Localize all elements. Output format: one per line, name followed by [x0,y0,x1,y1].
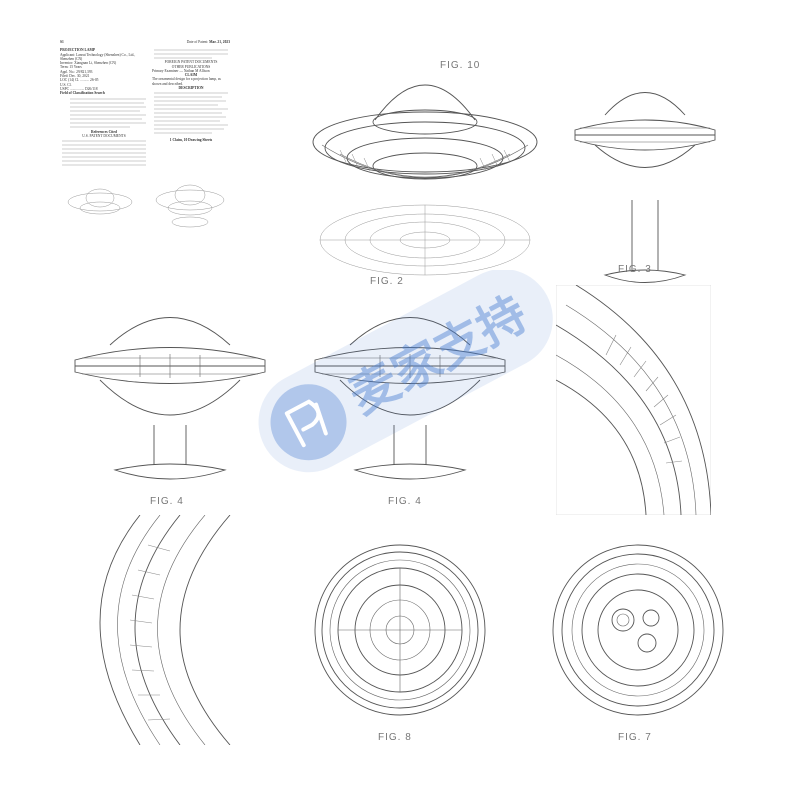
term: Term: 15 Years [60,65,82,70]
fig2-label: FIG. 2 [370,276,404,287]
fig10-drawing [312,84,538,276]
fig10-label: FIG. 10 [440,60,481,71]
fig4b-drawing [314,317,506,480]
drawing-sheets: 1 Claim, 10 Drawing Sheets [169,138,213,143]
classification-lines [70,98,146,127]
date-label: Date of Patent: [186,40,209,44]
fig4b-label: FIG. 4 [388,496,422,507]
fig4a-drawing [74,317,266,480]
field-search: Field of Classification Search [60,91,105,96]
fig4b-cell [310,300,510,500]
fig10-cell [300,50,550,290]
fig4a-cell [70,300,270,500]
us-docs: U.S. PATENT DOCUMENTS [82,133,126,138]
fig3-label: FIG. 3 [618,264,652,275]
uspc: USPC ................ D26/118 [60,86,98,91]
reference-lines [62,140,146,166]
locarno: LOC (14) Cl. .......... 26-05 [60,78,99,83]
thumbnail-lamps [67,184,225,228]
date-value: Mar. 21, 2023 [209,40,230,44]
inventor: Inventor: Xiangnan Li, Shenzhen (CN) [60,61,117,66]
fig3-drawing [574,92,716,283]
primary-examiner: Primary Examiner — Nathan M Allison [152,68,210,73]
detail-drawing-left [99,515,231,745]
fig8-label: FIG. 8 [378,732,412,743]
foreign-docs: FOREIGN PATENT DOCUMENTS [164,60,218,65]
fig4a-label: FIG. 4 [150,496,184,507]
detail-cell-right [556,285,711,515]
description-lines [154,93,228,134]
fig8-drawing [314,544,486,716]
continued-lines [154,49,228,59]
fig7-cell [548,540,728,720]
us-cl: U.S. Cl. [60,82,72,87]
patent-front-sheet: S1 Date of Patent: Mar. 21, 2023 PROJECT… [60,40,230,290]
applicant: Applicant: Lanrui Technology (Shenzhen) … [60,52,136,61]
fig8-cell [310,540,490,720]
appl-no: Appl. No.: 29/821,393 [60,69,93,74]
other-pubs: OTHER PUBLICATIONS [171,64,211,69]
fig7-label: FIG. 7 [618,732,652,743]
fig7-drawing [552,544,724,716]
refs-cited: References Cited [91,129,117,134]
detail-cell-left [70,515,265,745]
claim-head: CLAIM [184,73,198,78]
filed: Filed: Dec. 30, 2021 [60,74,90,79]
fig3-cell [570,70,720,290]
title-line: PROJECTION LAMP [60,48,96,53]
patent-type: S1 [60,40,64,44]
desc-head: DESCRIPTION [178,86,204,91]
detail-drawing-right [556,285,711,515]
claim-text: The ornamental design for a projection l… [152,77,221,86]
